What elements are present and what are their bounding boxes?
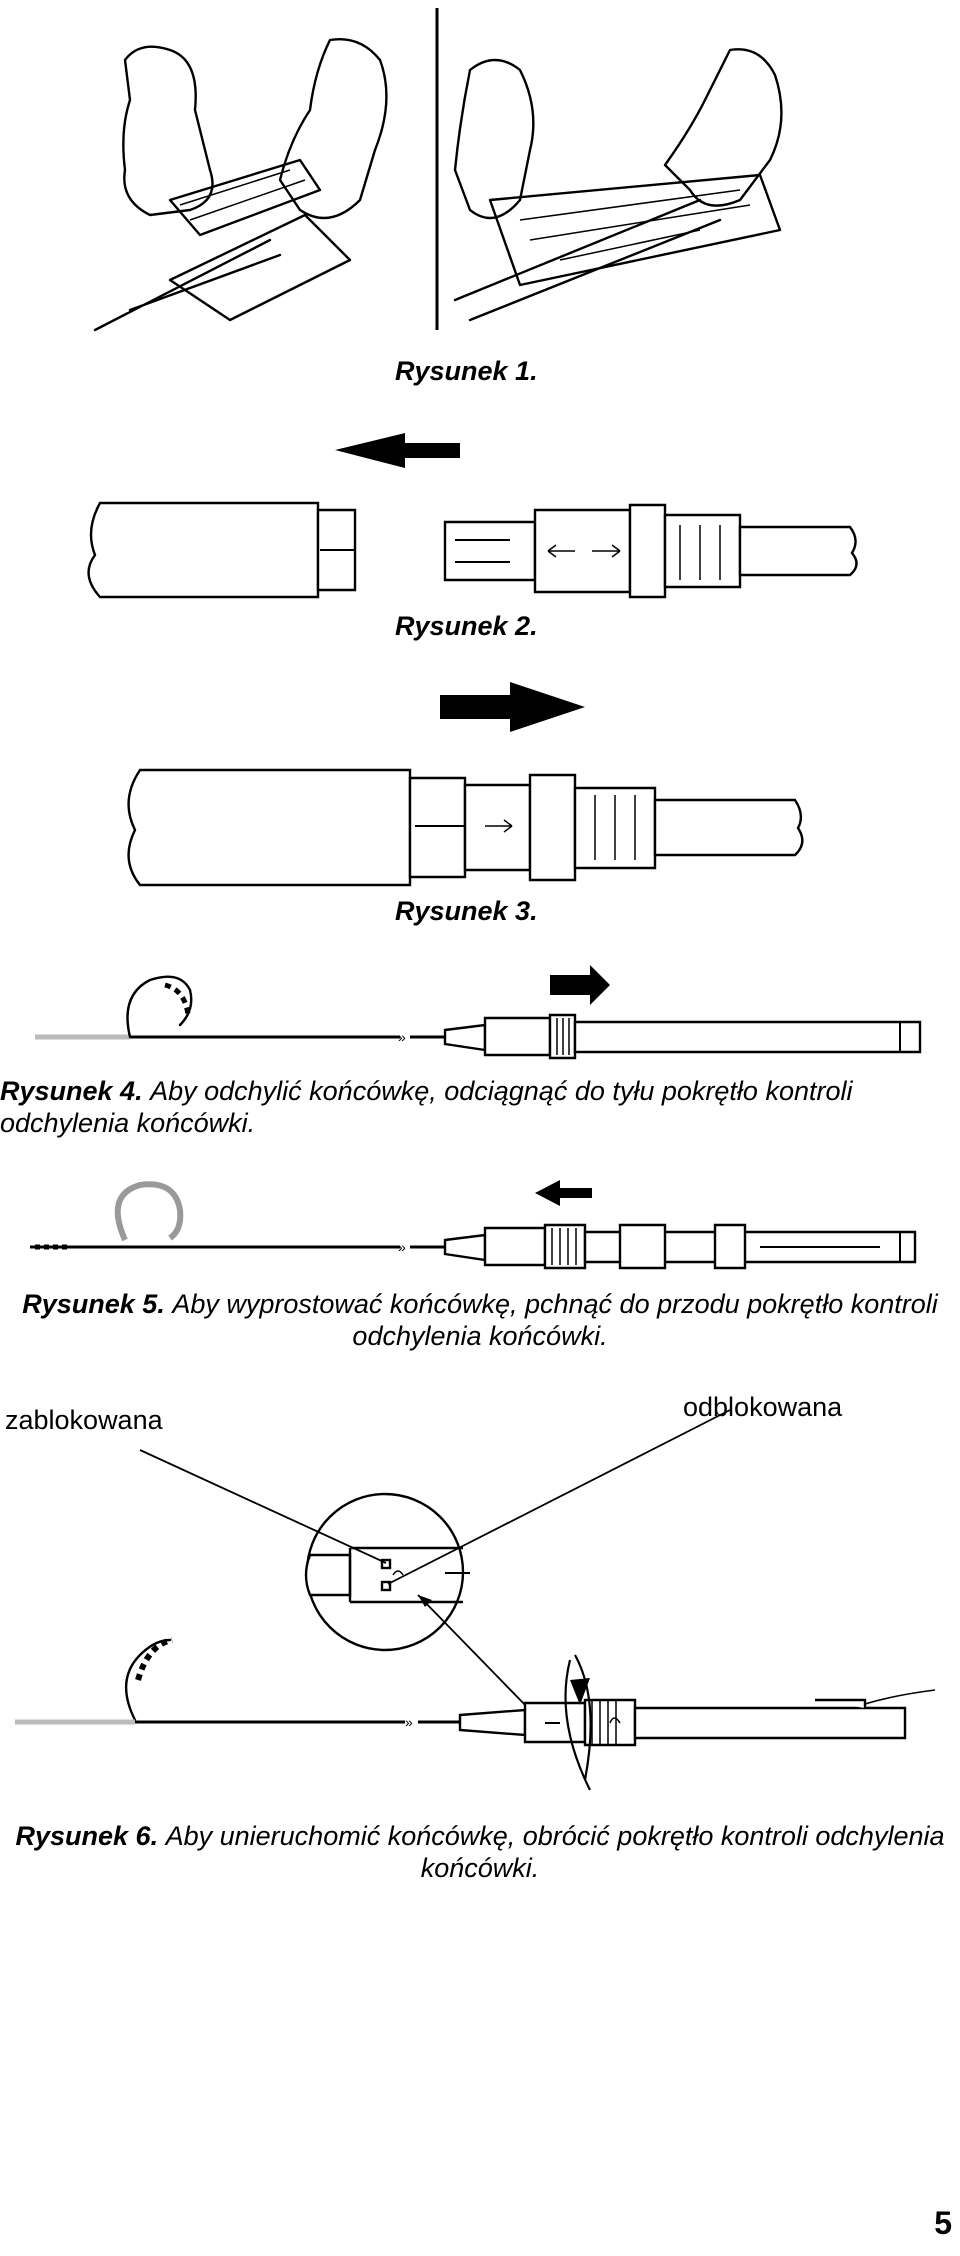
figure-3-label: Rysunek 3. xyxy=(395,896,538,926)
figure-4-label: Rysunek 4. xyxy=(0,1076,143,1106)
figure-5-label: Rysunek 5. xyxy=(22,1289,165,1319)
svg-text:»: » xyxy=(398,1239,406,1255)
page-number: 5 xyxy=(934,2205,952,2241)
figure-6-illustration: » xyxy=(15,1409,936,1791)
figure-1-caption: Rysunek 1. xyxy=(395,355,538,387)
figure-6-label: Rysunek 6. xyxy=(15,1821,159,1851)
figure-2-caption: Rysunek 2. xyxy=(395,610,538,642)
figure-1-label: Rysunek 1. xyxy=(395,356,538,386)
figure-2-illustration xyxy=(87,433,858,599)
figure-3-caption: Rysunek 3. xyxy=(395,895,538,927)
svg-text:»: » xyxy=(405,1714,413,1730)
figure-4-text: Aby odchylić końcówkę, odciągnąć do tyłu… xyxy=(0,1076,853,1138)
svg-text:»: » xyxy=(398,1029,406,1045)
figure-1-illustration xyxy=(93,8,783,332)
figure-5-caption: Rysunek 5. Aby wyprostować końcówkę, pch… xyxy=(0,1288,960,1352)
figure-2-label: Rysunek 2. xyxy=(395,611,538,641)
figure-4-illustration: » xyxy=(35,965,922,1060)
figure-6-text: Aby unieruchomić końcówkę, obrócić pokrę… xyxy=(165,1821,945,1883)
figure-5-text: Aby wyprostować końcówkę, pchnąć do przo… xyxy=(172,1289,938,1351)
figure-5-illustration: » xyxy=(30,1180,917,1270)
figure-6-caption: Rysunek 6. Aby unieruchomić końcówkę, ob… xyxy=(0,1820,960,1884)
unlocked-label: odblokowana xyxy=(683,1392,843,1422)
figure-3-illustration xyxy=(127,682,804,887)
locked-label: zablokowana xyxy=(5,1405,163,1435)
figure-4-caption: Rysunek 4. Aby odchylić końcówkę, odciąg… xyxy=(0,1075,960,1139)
